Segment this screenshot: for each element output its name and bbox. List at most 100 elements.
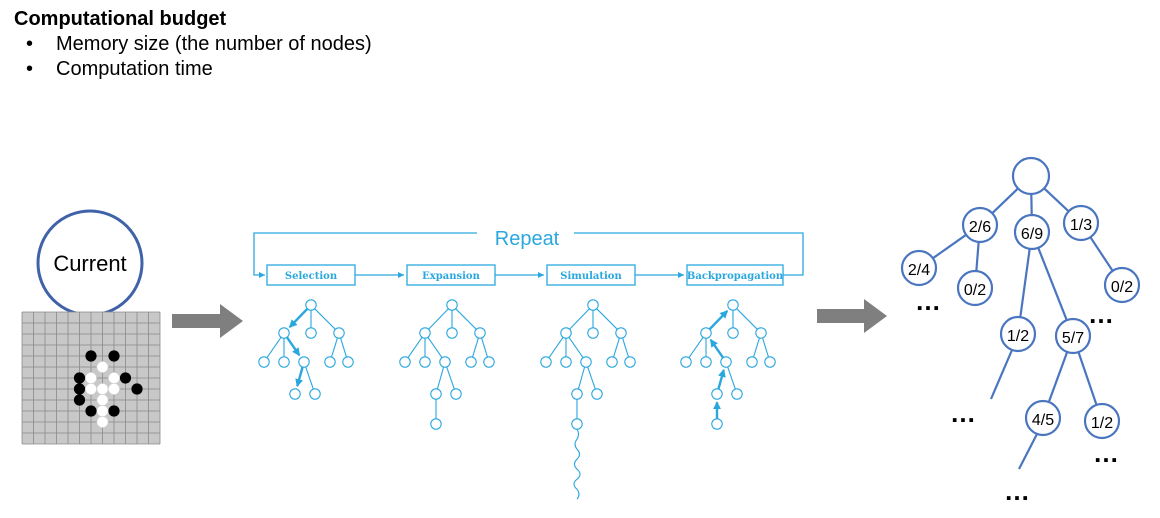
tree-selection [258,299,354,400]
current-label: Current [53,251,126,276]
current-state: Current [36,209,144,317]
node-label: 5/7 [1062,330,1084,347]
white-stone [96,394,109,406]
node-label: 2/6 [969,219,991,236]
right-arrow-icon [172,304,243,338]
black-stone [73,372,86,384]
tree-node [746,356,758,368]
tree-node: 1/3 [1062,204,1100,242]
tree-node [289,388,301,400]
black-stone [85,350,97,362]
white-stone [96,416,109,428]
tree-node [615,327,627,339]
tree-node [571,418,583,430]
step-simulation: Simulation [546,264,636,286]
tree-node-root [1011,156,1051,196]
tree-node [755,327,767,339]
tree-node [474,327,486,339]
step-expansion: Expansion [406,264,496,286]
node-label: 1/2 [1007,328,1029,345]
tree-node [727,327,739,339]
go-board-icon [21,311,161,445]
tree-node [258,356,270,368]
step-selection: Selection [266,264,356,286]
node-label: 1/3 [1070,217,1092,234]
tree-node [727,299,739,311]
white-stone [108,383,120,395]
step-label: Backpropagation [687,271,784,282]
tree-node: 2/4 [900,249,938,287]
tree-node: 1/2 [1083,402,1121,440]
tree-node [560,356,572,368]
tree-node [309,388,321,400]
white-stone [108,372,120,384]
tree-node [571,388,583,400]
black-stone [108,350,120,362]
tree-node [305,299,317,311]
node-label: 1/2 [1091,415,1113,432]
white-stone [85,372,97,384]
tree-node [419,327,431,339]
tree-node [711,418,723,430]
ellipsis-group: … … … … … [915,286,1119,506]
bullet-item: •Computation time [14,57,372,82]
ellipsis: … [915,286,941,316]
tree-node [720,356,732,368]
tree-node: 6/9 [1013,213,1051,251]
right-arrow-icon [817,299,887,333]
slide-title: Computational budget [14,8,227,30]
tree-node [419,356,431,368]
node-label: 2/4 [908,262,930,279]
tree-node [278,356,290,368]
node-label: 0/2 [964,282,986,299]
tree-node: 2/6 [961,206,999,244]
tree-backpropagation [680,299,776,430]
tree-node [711,388,723,400]
tree-expansion [399,299,495,430]
tree-node [333,327,345,339]
step-label: Expansion [422,271,480,282]
black-stone [85,405,97,417]
tree-node [324,356,336,368]
tree-node [587,299,599,311]
tree-node [399,356,411,368]
white-stone [96,361,109,373]
tree-node [700,327,712,339]
tree-node [450,388,462,400]
bullet-text-time: Computation time [56,58,213,80]
result-tree-edges [932,187,1114,470]
step-backpropagation: Backpropagation [686,264,784,286]
tree-node [680,356,692,368]
tree-node [580,356,592,368]
tree-node [560,327,572,339]
tree-node [465,356,477,368]
bullet-item: •Memory size (the number of nodes) [14,32,372,57]
step-label: Selection [285,271,338,282]
tree-node [540,356,552,368]
tree-node: 0/2 [956,269,994,307]
ellipsis: … [950,398,976,428]
tree-node: 5/7 [1054,317,1092,355]
ellipsis: … [1093,438,1119,468]
tree-node: 4/5 [1024,399,1062,437]
tree-node: 1/2 [999,315,1037,353]
header: Computational budget •Memory size (the n… [14,6,372,82]
ellipsis: … [1088,299,1114,329]
repeat-label: Repeat [495,228,560,250]
black-stone [73,383,86,395]
tree-node [587,327,599,339]
tree-node [483,356,495,368]
bullet-text-memory: Memory size (the number of nodes) [56,33,372,55]
tree-node [298,356,310,368]
step-label: Simulation [560,271,622,282]
node-label: 6/9 [1021,226,1043,243]
result-tree: 2/6 6/9 1/3 2/4 0/2 0/2 1/2 5/7 4/5 1/2 … [900,156,1141,506]
tree-node [305,327,317,339]
tree-node [700,356,712,368]
black-stone [131,383,143,395]
tree-node [606,356,618,368]
white-stone [96,405,109,417]
black-stone [119,372,132,384]
tree-node [591,388,603,400]
